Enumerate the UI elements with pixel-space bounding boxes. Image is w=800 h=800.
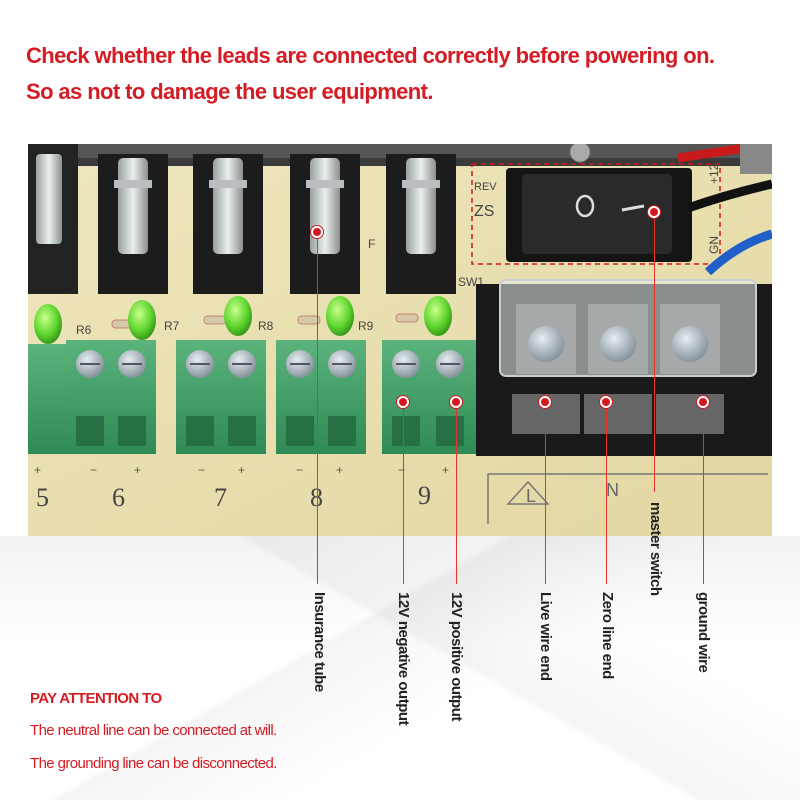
silk-rev: REV [474, 181, 497, 193]
label-master-switch: master switch [647, 502, 664, 596]
silk-12: +12 [707, 163, 721, 184]
label-insurance-tube: Insurance tube [311, 592, 328, 692]
callout-line-live-wire [545, 402, 546, 584]
silk-r8: R8 [258, 319, 274, 333]
svg-text:−: − [90, 463, 97, 477]
silk-r7: R7 [164, 319, 180, 333]
callout-dot-live-wire [539, 396, 551, 408]
callout-dot-insurance-tube [311, 226, 323, 238]
svg-text:+: + [442, 463, 449, 477]
mains-terminal-block [476, 279, 772, 456]
attention-title: PAY ATTENTION TO [30, 690, 162, 707]
terminal-numbers: 5 6 7 8 9 [36, 481, 431, 512]
terminal-number-8: 8 [310, 483, 323, 512]
silk-r6: R6 [76, 323, 92, 337]
resistors [111, 313, 419, 329]
callout-line-zero-line [606, 402, 607, 584]
callout-line-12v-positive [456, 402, 457, 584]
input-wires [677, 144, 772, 324]
silk-f: F [368, 237, 375, 251]
warning-line-2: So as not to damage the user equipment. [26, 79, 433, 104]
callout-dot-master-switch [648, 206, 660, 218]
svg-text:+: + [336, 463, 343, 477]
silk-l: L [526, 486, 536, 506]
svg-text:−: − [398, 463, 405, 477]
attention-line-neutral: The neutral line can be connected at wil… [30, 722, 277, 739]
label-12v-positive-output: 12V positive output [448, 592, 465, 721]
circuit-board-illustration: REV ZS SW1 R6 R7 R8 R9 F GN +12 [28, 144, 772, 536]
warning-line-1: Check whether the leads are connected co… [26, 43, 715, 68]
callout-line-master-switch [654, 212, 655, 492]
terminal-number-7: 7 [214, 483, 227, 512]
svg-text:−: − [296, 463, 303, 477]
terminal-number-9: 9 [418, 481, 431, 510]
svg-text:+: + [134, 463, 141, 477]
silk-r9: R9 [358, 319, 374, 333]
svg-text:−: − [198, 463, 205, 477]
warning-headline: Check whether the leads are connected co… [26, 38, 786, 110]
svg-text:+: + [34, 463, 41, 477]
silk-gn: GN [707, 236, 721, 254]
output-terminals [28, 340, 476, 454]
label-zero-line-end: Zero line end [599, 592, 616, 679]
callout-dot-12v-positive [450, 396, 462, 408]
lower-backdrop [0, 536, 800, 800]
polarity-marks: + − + − + − + − + [34, 463, 449, 477]
callout-line-ground-wire [703, 402, 704, 584]
svg-text:+: + [238, 463, 245, 477]
circuit-board-photo: REV ZS SW1 R6 R7 R8 R9 F GN +12 [28, 144, 772, 536]
callout-line-insurance-tube [317, 232, 318, 584]
callout-dot-ground-wire [697, 396, 709, 408]
silkscreen: REV ZS SW1 R6 R7 R8 R9 F GN +12 [76, 163, 721, 337]
label-ground-wire: ground wire [695, 592, 712, 673]
silk-zs: ZS [474, 203, 494, 220]
fuse-row [28, 144, 456, 294]
callout-line-12v-negative [403, 402, 404, 584]
master-switch-body [471, 144, 721, 265]
callout-dot-12v-negative [397, 396, 409, 408]
silk-n: N [606, 480, 619, 500]
mains-silkscreen [487, 473, 768, 524]
terminal-number-5: 5 [36, 483, 49, 512]
attention-line-grounding: The grounding line can be disconnected. [30, 755, 277, 772]
label-live-wire-end: Live wire end [537, 592, 554, 681]
attention-notice: PAY ATTENTION TO The neutral line can be… [30, 690, 450, 788]
callout-dot-zero-line [600, 396, 612, 408]
status-leds [34, 296, 452, 344]
terminal-number-6: 6 [112, 483, 125, 512]
